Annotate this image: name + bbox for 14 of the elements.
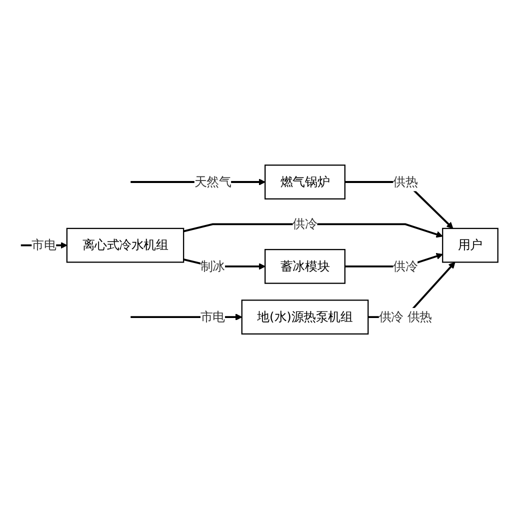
node-box: 蓄冰模块	[264, 249, 346, 284]
edge-label: 供热	[393, 174, 418, 190]
node-box: 离心式冷水机组	[66, 228, 184, 264]
edge-label: 天然气	[194, 174, 232, 190]
edge-label: 市电	[32, 238, 56, 253]
edge-label: 市电	[200, 310, 226, 324]
node-box: 用户	[442, 228, 498, 264]
edge-label: 制冰	[200, 259, 226, 274]
node-box: 地(水)源热泵机组	[241, 300, 369, 335]
node-box: 燃气锅炉	[264, 165, 346, 200]
arrow	[183, 224, 443, 238]
edge-label: 供冷 供热	[378, 310, 432, 324]
edge-label: 供冷	[292, 217, 318, 232]
edge-label: 供冷	[393, 259, 418, 274]
